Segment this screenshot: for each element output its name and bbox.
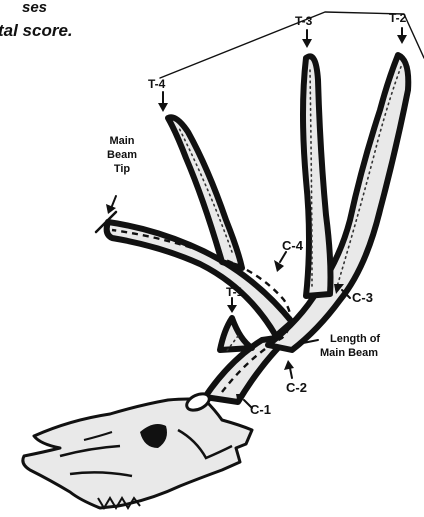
tine-t3 — [303, 56, 331, 296]
label-t3: T-3 — [295, 14, 313, 28]
label-main-beam-tip-2: Beam — [107, 149, 137, 161]
label-length-of-main-beam-1: Length of — [330, 333, 380, 345]
caption-line-2: tal score. — [0, 21, 73, 40]
label-c3: C-3 — [352, 290, 373, 305]
brow-tine-t1 — [220, 318, 252, 350]
spread-line — [160, 12, 424, 78]
main-beam-left — [107, 222, 292, 336]
label-t1: T-1 — [226, 285, 244, 299]
main-beam-upper — [268, 55, 408, 350]
label-t2: T-2 — [389, 11, 407, 25]
label-c1: C-1 — [250, 402, 271, 417]
label-c2: C-2 — [286, 380, 307, 395]
label-c4: C-4 — [282, 238, 304, 253]
label-length-of-main-beam-2: Main Beam — [320, 347, 378, 359]
label-main-beam-tip-1: Main — [109, 135, 134, 147]
label-main-beam-tip-3: Tip — [114, 163, 131, 175]
skull — [23, 391, 252, 508]
label-t4: T-4 — [148, 77, 166, 91]
caption-line-1: ses — [22, 0, 47, 16]
